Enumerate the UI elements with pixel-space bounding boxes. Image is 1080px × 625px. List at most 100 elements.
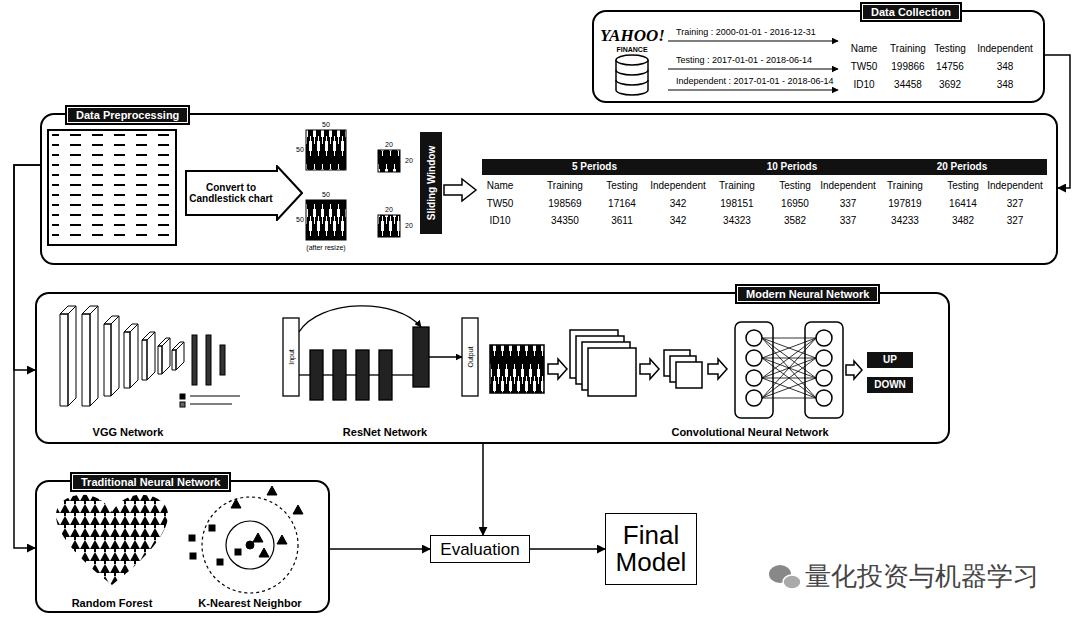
table-cell: Testing <box>947 181 979 191</box>
dimension-label: 20 <box>405 157 413 164</box>
section-panel: Traditional Neural Network <box>35 480 330 613</box>
table-cell: TW50 <box>851 62 878 72</box>
process-box: Evaluation <box>430 535 530 563</box>
vgg-picture <box>220 345 225 375</box>
candlestick-chart <box>306 200 346 240</box>
table-cell: Independent <box>977 44 1033 54</box>
knn-picture <box>217 559 223 565</box>
table-cell: 337 <box>840 216 857 226</box>
node-label: UP <box>883 355 897 365</box>
caption-label: ResNet Network <box>343 427 427 438</box>
cnn-picture <box>816 390 832 406</box>
resnet-picture <box>299 374 310 375</box>
data-flow-arrows <box>668 89 838 90</box>
arrow-outline <box>186 166 302 220</box>
cnn-picture <box>548 359 567 379</box>
table-cell: Independent <box>650 181 706 191</box>
hollow-arrow <box>444 179 476 201</box>
cnn-picture <box>816 370 832 386</box>
cnn-picture <box>762 338 816 398</box>
table-cell: 34458 <box>894 80 922 90</box>
node-label: 10 Periods <box>767 162 818 172</box>
cnn-picture <box>746 390 762 406</box>
node-label: 5 Periods <box>572 162 617 172</box>
forest-picture <box>56 495 168 585</box>
cnn-picture <box>762 398 816 399</box>
dimension-label: 50 <box>296 216 304 223</box>
dimension-label: 50 <box>322 191 330 198</box>
section-panel: Data Collection <box>592 10 1045 103</box>
cnn-picture <box>816 350 832 366</box>
cnn-picture <box>708 359 727 379</box>
vgg-picture <box>172 342 184 370</box>
knn-picture <box>267 486 277 495</box>
cnn-picture <box>746 350 762 366</box>
node-label: Evaluation <box>440 541 519 558</box>
database-icon <box>616 55 648 95</box>
knn-picture <box>235 549 241 555</box>
cnn-picture <box>640 359 659 379</box>
wechat-icon <box>769 565 801 589</box>
table-cell: 17164 <box>608 199 636 209</box>
section-heading: Traditional Neural Network <box>72 474 229 490</box>
table-cell: 3582 <box>784 216 806 226</box>
spreadsheet-picture <box>48 130 176 245</box>
caption-label: Convolutional Neural Network <box>671 427 828 438</box>
table-cell: 198151 <box>720 199 753 209</box>
dimension-label: 50 <box>322 121 330 128</box>
forest-picture <box>56 495 168 585</box>
logo-text: YAHOO! <box>600 27 665 44</box>
process-box: Sliding Window <box>420 132 442 234</box>
vgg-picture <box>82 306 98 406</box>
layer-label: Input <box>288 349 295 365</box>
knn-picture <box>202 497 298 593</box>
cnn-picture <box>805 322 843 418</box>
resnet-picture <box>392 374 413 375</box>
connector-arrow <box>330 548 430 550</box>
section-panel: Modern Neural NetworkUPDOWN <box>35 292 950 444</box>
vgg-picture <box>158 338 170 374</box>
resnet-picture <box>310 350 323 400</box>
section-heading: Data Preprocessing <box>67 107 188 123</box>
vgg-picture <box>142 332 155 380</box>
section-heading: Data Collection <box>862 4 960 20</box>
resnet-picture <box>369 374 379 375</box>
caption-label: VGG Network <box>93 427 164 438</box>
dimension-label: 20 <box>385 206 393 213</box>
resnet-picture <box>333 350 346 400</box>
data-flow-arrows <box>668 40 838 41</box>
table-cell: 14756 <box>936 62 964 72</box>
resnet-picture <box>356 350 369 400</box>
vgg-picture <box>190 396 240 397</box>
cnn-picture <box>762 338 816 398</box>
table-cell: 197819 <box>888 199 921 209</box>
cnn-picture <box>846 361 862 379</box>
vgg-picture <box>192 335 197 385</box>
database-icon <box>616 55 648 65</box>
node-label: Final Model <box>606 522 696 577</box>
process-box: Final Model <box>605 513 697 585</box>
date-range: Independent : 2017-01-01 - 2018-06-14 <box>676 77 834 86</box>
vgg-picture <box>180 402 185 407</box>
resnet-picture <box>323 374 333 375</box>
connector-arrow <box>482 444 484 535</box>
vgg-picture <box>60 306 240 407</box>
candlestick-chart <box>378 215 400 237</box>
knn-picture <box>189 535 195 541</box>
candlestick-chart <box>306 130 400 240</box>
knn-picture <box>253 533 263 542</box>
resnet-picture <box>462 318 478 396</box>
dimension-label: 20 <box>385 141 393 148</box>
vgg-picture <box>190 404 232 405</box>
node-label: Sliding Window <box>426 146 437 220</box>
table-cell: ID10 <box>853 80 874 90</box>
cnn-picture <box>762 338 816 358</box>
cnn-picture <box>762 338 816 398</box>
table-cell: TW50 <box>487 199 514 209</box>
knn-picture <box>293 505 303 514</box>
table-cell: Training <box>547 181 583 191</box>
table-cell: 3611 <box>611 216 633 226</box>
cnn-picture <box>762 338 816 358</box>
node-label: DOWN <box>874 380 906 390</box>
